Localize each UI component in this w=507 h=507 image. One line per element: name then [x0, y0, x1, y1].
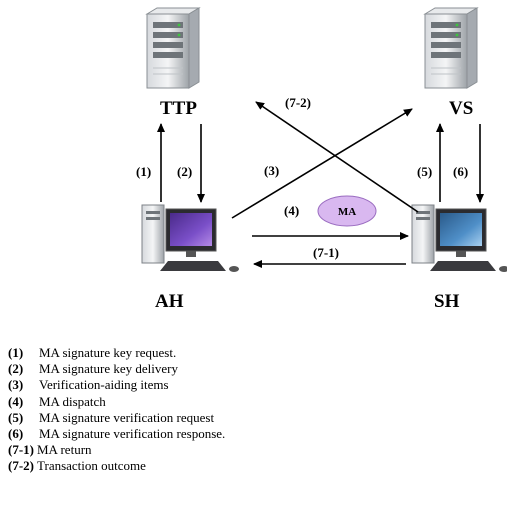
step-7-1-label: (7-1)	[313, 245, 339, 260]
legend-text: MA signature verification request	[39, 409, 215, 425]
legend-text: MA signature key delivery	[39, 361, 178, 377]
legend-number: (3)	[8, 377, 24, 393]
arrow-7-2-sh-to-ttp	[255, 101, 419, 213]
legend-item: (7-1)MA return	[8, 442, 488, 458]
step-5-label: (5)	[417, 164, 432, 179]
arrow-3-ah-to-vs	[231, 108, 413, 219]
sh-label: SH	[434, 291, 460, 312]
legend-number: (7-1)	[8, 442, 34, 458]
legend-item: (2) MA signature key delivery	[8, 361, 488, 377]
legend-number: (6)	[8, 426, 24, 442]
legend-item: (6) MA signature verification response.	[8, 426, 488, 442]
legend-number: (1)	[8, 345, 24, 360]
legend-item: (7-2)Transaction outcome	[8, 458, 488, 474]
ah-computer-icon	[141, 204, 239, 272]
ma-message-bubble	[317, 195, 377, 227]
ttp-label: TTP	[160, 98, 197, 119]
step-1-label: (1)	[136, 164, 151, 179]
vs-label: VS	[449, 98, 473, 119]
ma-message-label: MA	[338, 206, 356, 218]
step-4-label: (4)	[284, 203, 299, 218]
legend-number: (4)	[8, 393, 24, 409]
legend-item: (1) MA signature key request.	[8, 345, 488, 361]
step-2-label: (2)	[177, 164, 192, 179]
step-6-label: (6)	[453, 164, 468, 179]
legend-item: (5) MA signature verification request	[8, 410, 488, 426]
legend: (1) MA signature key request. (2) MA signat…	[8, 345, 488, 475]
step-7-2-label: (7-2)	[285, 95, 311, 110]
ttp-server-icon	[145, 7, 201, 89]
protocol-diagram: TTP VS AH SH MA (1) (2) (3) (4) (5) (6) …	[136, 7, 507, 312]
legend-text: Transaction outcome	[37, 458, 146, 474]
legend-text: MA dispatch	[39, 393, 106, 409]
sh-computer-icon	[411, 204, 507, 272]
legend-text: MA signature verification response.	[39, 426, 226, 442]
legend-text: MA signature key request.	[39, 345, 177, 360]
ah-label: AH	[155, 291, 184, 312]
legend-text: Verification-aiding items	[39, 377, 169, 393]
legend-number: (7-2)	[8, 458, 34, 474]
legend-number: (2)	[8, 361, 24, 377]
legend-text: MA return	[37, 442, 92, 458]
vs-server-icon	[423, 7, 479, 89]
legend-item: (3) Verification-aiding items	[8, 377, 488, 393]
legend-item: (4) MA dispatch	[8, 394, 488, 410]
legend-number: (5)	[8, 409, 24, 425]
step-3-label: (3)	[264, 163, 279, 178]
